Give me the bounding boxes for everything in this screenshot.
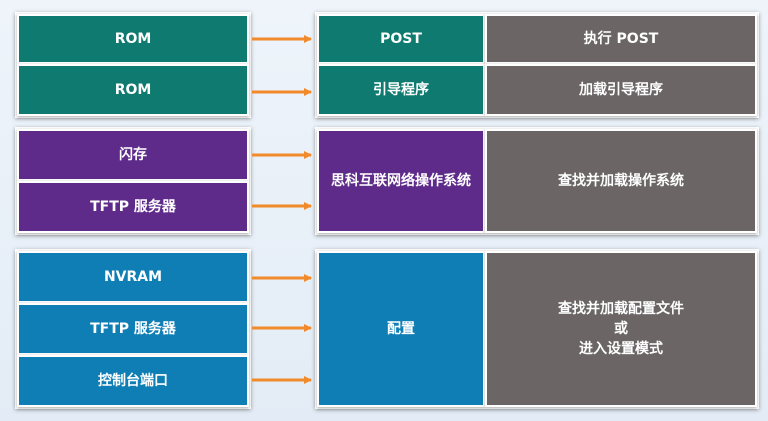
source-tftp-server-2-label: TFTP 服务器 bbox=[90, 321, 176, 337]
action-load-config-text: 查找并加载配置文件 或 进入设置模式 bbox=[558, 299, 684, 359]
source-nvram-label: NVRAM bbox=[103, 269, 163, 285]
source-rom-2-label: ROM bbox=[114, 82, 152, 98]
action-load-os: 查找并加载操作系统 bbox=[485, 129, 757, 233]
source-console-port-label: 控制台端口 bbox=[98, 373, 168, 389]
component-bootstrap: 引导程序 bbox=[317, 64, 485, 116]
source-console-port: 控制台端口 bbox=[17, 355, 249, 407]
source-tftp-server-1: TFTP 服务器 bbox=[17, 181, 249, 233]
component-ios-label: 思科互联网络操作系统 bbox=[331, 173, 471, 189]
action-load-bootstrap: 加载引导程序 bbox=[485, 64, 757, 116]
action-load-config-line-2: 或 bbox=[614, 321, 628, 337]
source-rom-2: ROM bbox=[17, 64, 249, 116]
source-flash: 闪存 bbox=[17, 129, 249, 181]
action-load-bootstrap-label: 加载引导程序 bbox=[579, 82, 663, 98]
source-nvram: NVRAM bbox=[17, 251, 249, 303]
component-configuration: 配置 bbox=[317, 251, 485, 407]
source-tftp-server-2: TFTP 服务器 bbox=[17, 303, 249, 355]
component-post-label: POST bbox=[380, 31, 422, 47]
component-post: POST bbox=[317, 14, 485, 64]
component-ios: 思科互联网络操作系统 bbox=[317, 129, 485, 233]
source-flash-label: 闪存 bbox=[119, 147, 147, 163]
source-rom-1: ROM bbox=[17, 14, 249, 64]
source-tftp-server-1-label: TFTP 服务器 bbox=[90, 199, 176, 215]
action-load-config-line-3: 进入设置模式 bbox=[579, 341, 663, 357]
source-rom-1-label: ROM bbox=[114, 31, 152, 47]
action-run-post-label: 执行 POST bbox=[583, 31, 659, 47]
component-configuration-label: 配置 bbox=[387, 321, 415, 337]
action-load-os-label: 查找并加载操作系统 bbox=[558, 173, 684, 189]
action-load-config-line-1: 查找并加载配置文件 bbox=[558, 301, 684, 317]
component-bootstrap-label: 引导程序 bbox=[373, 82, 429, 98]
action-run-post: 执行 POST bbox=[485, 14, 757, 64]
action-load-config: 查找并加载配置文件 或 进入设置模式 bbox=[485, 251, 757, 407]
